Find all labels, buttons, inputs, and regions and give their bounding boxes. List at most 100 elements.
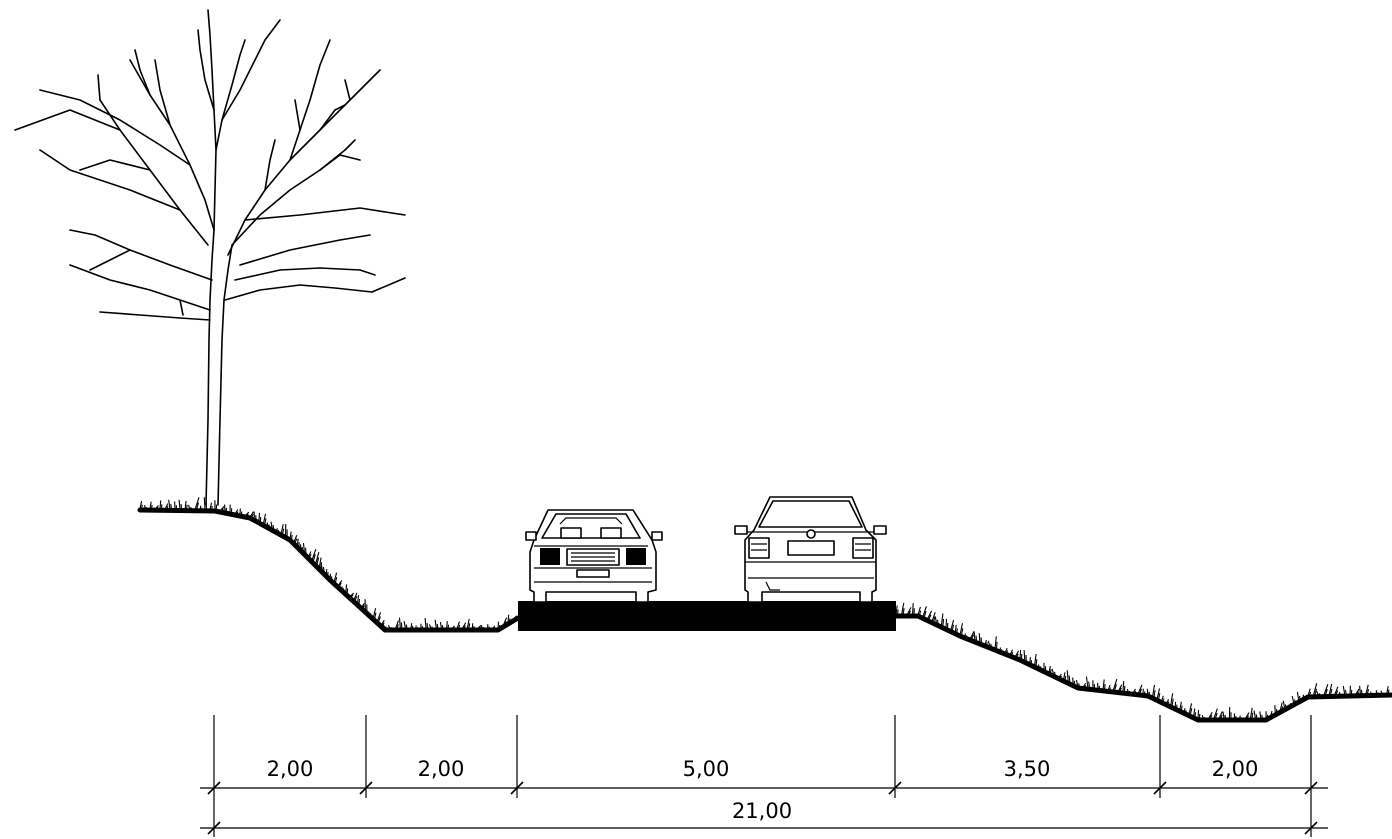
grass-blade — [439, 621, 444, 630]
grass-blade — [1043, 662, 1047, 671]
dimension-lines — [200, 715, 1328, 837]
grass-blade — [1183, 708, 1187, 713]
dimension-label-segment-2: 2,00 — [418, 757, 465, 781]
grass-blade — [900, 602, 905, 616]
grass-blade — [917, 606, 922, 616]
dimension-label-segment-4: 3,50 — [1004, 757, 1051, 781]
grass-blade — [480, 625, 485, 630]
grass-blade — [1328, 683, 1333, 696]
grass-blade — [341, 586, 345, 590]
grass-blade — [1023, 649, 1027, 662]
grass-blade — [302, 543, 307, 554]
grass-blade — [895, 605, 899, 616]
grass-blade — [219, 505, 225, 512]
grass-blade — [471, 623, 475, 630]
grass-blade — [367, 611, 372, 615]
grass-blade — [1365, 684, 1370, 695]
grass-blade — [239, 508, 243, 516]
grass-blade — [280, 524, 285, 535]
grass-blade — [329, 573, 333, 580]
grass-texture — [139, 497, 1390, 720]
grass-blade — [1302, 694, 1306, 699]
grass-blade — [1222, 711, 1227, 720]
grass-blade — [959, 623, 964, 636]
grass-blade — [994, 636, 998, 650]
grass-blade — [364, 599, 368, 612]
grass-blade — [487, 624, 490, 630]
grass-blade — [1282, 700, 1287, 709]
grass-blade — [345, 584, 349, 594]
grass-blade — [492, 625, 496, 630]
grass-blade — [934, 616, 939, 625]
grass-blade — [1112, 678, 1118, 692]
grass-blade — [289, 531, 293, 540]
grass-blade — [978, 633, 983, 644]
grass-blade — [906, 607, 912, 616]
dimension-label-segment-3: 5,00 — [683, 757, 730, 781]
grass-blade — [276, 528, 280, 532]
grass-blade — [1253, 710, 1258, 720]
grass-blade — [187, 504, 193, 510]
grass-blade — [466, 618, 471, 630]
grass-blade — [456, 621, 461, 630]
dimension-label-segment-1: 2,00 — [267, 757, 314, 781]
grass-blade — [1107, 684, 1112, 691]
ground-profile — [137, 507, 1392, 723]
grass-blade — [333, 572, 338, 583]
grass-blade — [1179, 701, 1183, 711]
grass-blade — [1288, 702, 1292, 707]
dimension-label-segment-5: 2,00 — [1212, 757, 1259, 781]
car-front-view — [525, 509, 663, 603]
grass-blade — [1312, 683, 1318, 697]
dimension-labels: 2,00 2,00 5,00 3,50 2,00 21,00 — [267, 757, 1259, 823]
grass-blade — [380, 619, 385, 626]
tree-illustration — [14, 9, 406, 506]
grass-blade — [1066, 670, 1071, 683]
grass-blade — [1192, 708, 1197, 717]
grass-blade — [1170, 693, 1174, 706]
grass-blade — [229, 504, 233, 514]
grass-blade — [1037, 664, 1042, 669]
grass-blade — [1233, 713, 1237, 720]
grass-blade — [973, 631, 978, 642]
grass-blade — [1375, 690, 1379, 695]
grass-blade — [1188, 703, 1193, 715]
car-rear-view — [734, 496, 887, 603]
grass-blade — [911, 603, 915, 616]
grass-blade — [1349, 685, 1353, 696]
grass-blade — [1156, 688, 1161, 700]
grass-blade — [266, 522, 270, 527]
grass-blade — [1279, 702, 1284, 712]
grass-blade — [434, 619, 439, 630]
grass-blade — [320, 563, 325, 572]
grass-blade — [1380, 690, 1384, 695]
grass-blade — [1097, 682, 1101, 690]
grass-blade — [1338, 692, 1342, 696]
grass-blade — [154, 505, 159, 510]
grass-blade — [1259, 711, 1263, 720]
grass-blade — [1265, 711, 1269, 720]
grass-blade — [253, 511, 257, 520]
grass-blade — [1213, 708, 1218, 720]
grass-blade — [999, 647, 1003, 652]
grass-blade — [1370, 691, 1374, 695]
grass-blade — [1142, 688, 1146, 695]
grass-blade — [1274, 705, 1278, 714]
grass-blade — [420, 623, 424, 630]
grass-blade — [144, 504, 148, 510]
grass-blade — [1323, 684, 1329, 696]
grass-blade — [1291, 695, 1297, 704]
grass-blade — [307, 551, 312, 558]
grass-blade — [194, 497, 200, 510]
grass-blade — [446, 621, 450, 630]
grass-blade — [249, 511, 254, 518]
grass-blade — [954, 624, 958, 633]
grass-blade — [984, 639, 988, 646]
grass-blade — [1239, 715, 1243, 720]
grass-blade — [1228, 707, 1232, 720]
grass-blade — [139, 500, 143, 510]
grass-blade — [214, 500, 218, 511]
grass-blade — [1161, 695, 1165, 702]
grass-blade — [1122, 681, 1126, 693]
